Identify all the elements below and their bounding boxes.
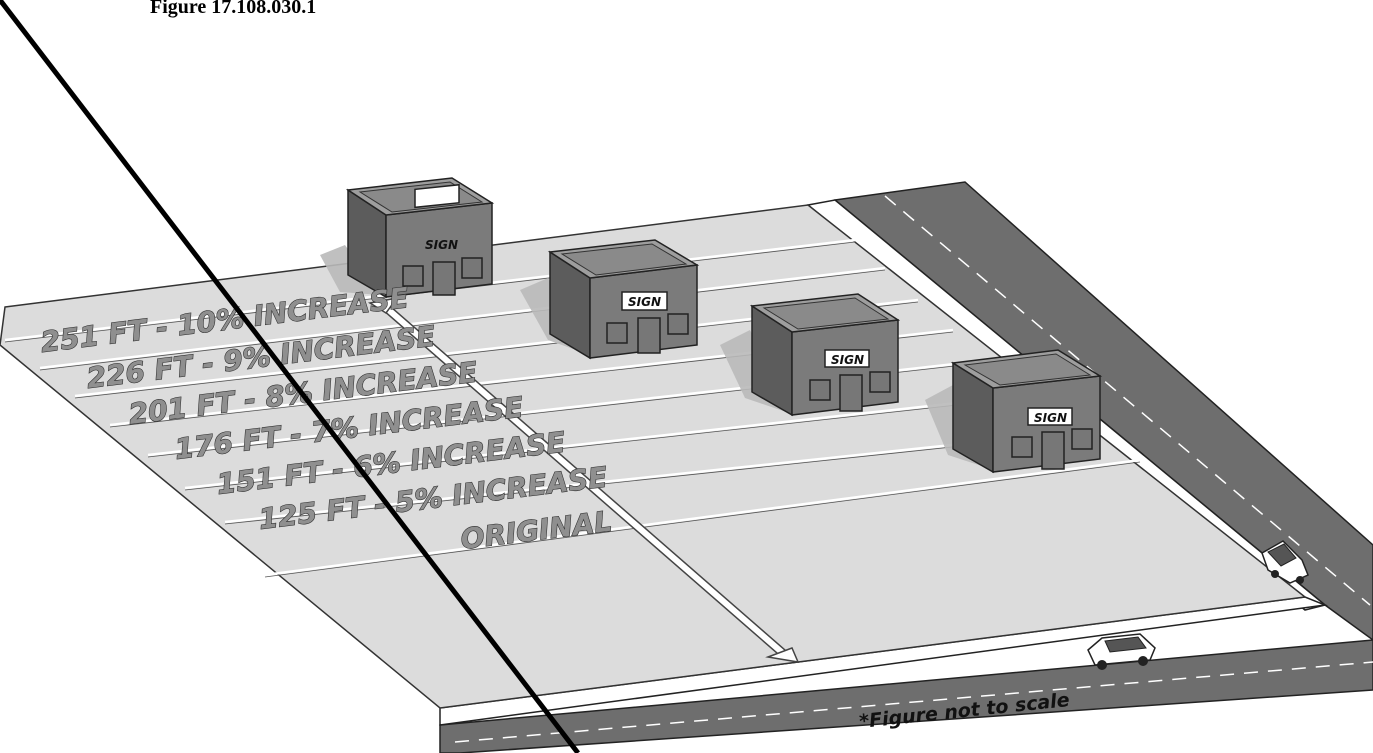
car-bottom (1087, 633, 1156, 670)
distance-arrow (367, 296, 800, 663)
building-4: SIGN (950, 349, 1103, 474)
road-bottom (439, 639, 1373, 753)
sign-label: SIGN (628, 295, 661, 309)
sign-label: SIGN (1034, 411, 1067, 425)
diagonal-strike-line (0, 0, 580, 753)
figure-caption: Figure 17.108.030.1 (150, 0, 317, 18)
building-1: SIGN (345, 177, 495, 299)
building-3: SIGN (749, 293, 901, 417)
sign-label: SIGN (425, 238, 458, 252)
sign-label: SIGN (831, 353, 864, 367)
car-right (1261, 540, 1309, 584)
parcel-lot (0, 204, 1307, 709)
building-2: SIGN (547, 239, 700, 360)
